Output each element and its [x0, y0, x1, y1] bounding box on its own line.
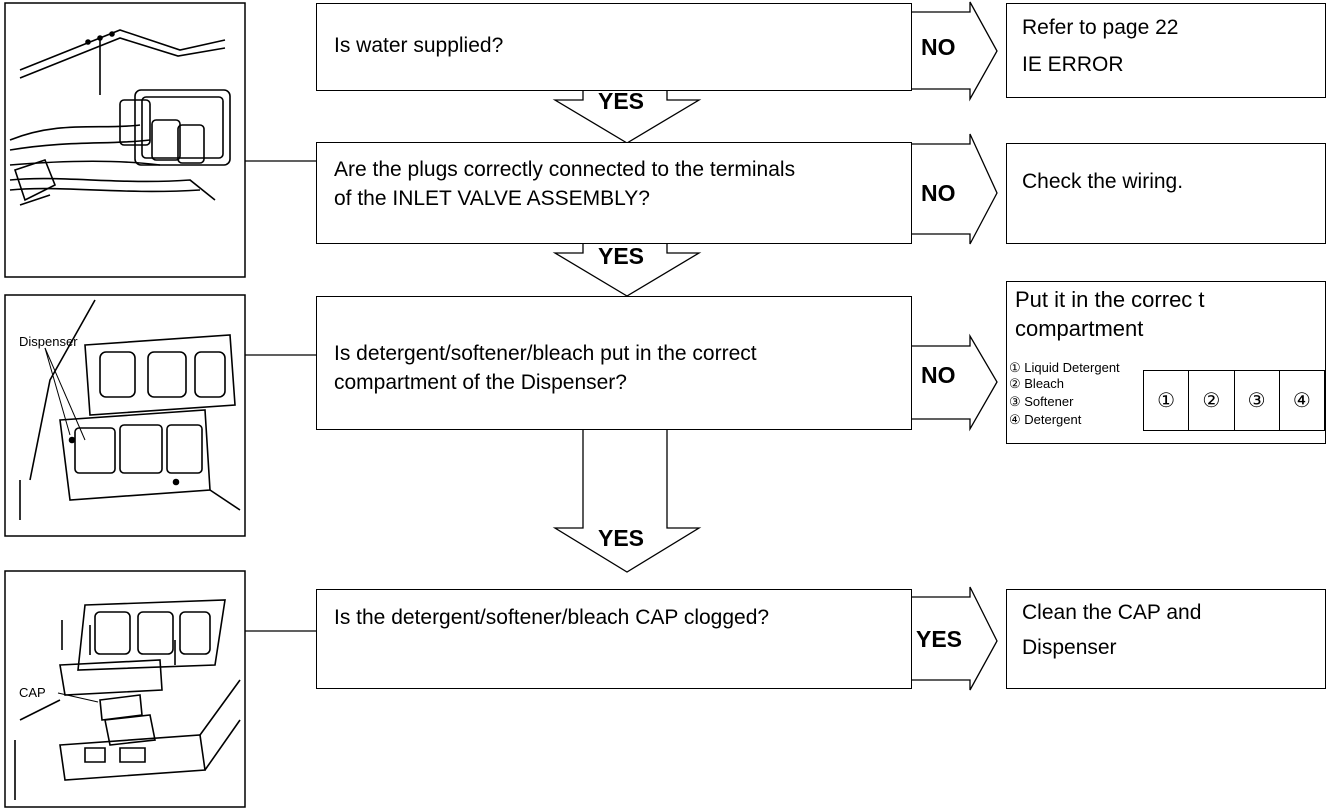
arrow-right-1 [910, 1, 998, 102]
legend-item-4: ④ Detergent [1009, 412, 1082, 427]
cap-callout-label: CAP [19, 685, 46, 700]
illustration-connectors [245, 160, 316, 632]
question-box-2 [316, 142, 912, 244]
arrow-right-4 [910, 586, 998, 691]
result-box-3 [1006, 281, 1326, 444]
question-3-line-2: compartment of the Dispenser? [334, 371, 627, 394]
dispenser-callout-label: Dispenser [19, 334, 78, 349]
result-3-line-1: Put it in the correc t [1015, 287, 1205, 312]
question-1-text: Is water supplied? [334, 34, 504, 57]
result-1-line-1: Refer to page 22 [1022, 16, 1179, 39]
result-1-line-2: IE ERROR [1022, 53, 1124, 76]
arrow-right-3 [910, 333, 998, 432]
result-box-2 [1006, 143, 1326, 244]
compartment-cell-1: ① [1144, 371, 1190, 430]
inlet-valve-illustration-frame [4, 2, 246, 278]
result-4-line-2: Dispenser [1022, 636, 1117, 659]
result-4-line-1: Clean the CAP and [1022, 601, 1202, 624]
question-box-4 [316, 589, 912, 689]
branch-label-3: NO [921, 362, 956, 388]
result-2-text: Check the wiring. [1022, 170, 1184, 193]
question-4-text: Is the detergent/softener/bleach CAP clo… [334, 606, 770, 629]
result-box-1 [1006, 3, 1326, 98]
result-3-line-2: compartment [1015, 316, 1144, 341]
legend-item-3: ③ Softener [1009, 394, 1074, 409]
branch-label-4: YES [916, 626, 963, 652]
compartment-cell-2: ② [1189, 371, 1235, 430]
compartment-cell-4: ④ [1292, 390, 1311, 412]
question-box-1 [316, 3, 912, 91]
yes-label-2: YES [598, 243, 645, 269]
yes-label-3: YES [598, 525, 645, 551]
branch-arrows [910, 1, 998, 691]
yes-label-1: YES [598, 88, 645, 114]
cap-illustration [14, 599, 241, 800]
compartment-table: ① ② ③ ④ [1143, 370, 1325, 431]
branch-label-2: NO [921, 180, 956, 206]
compartment-cell-3: ③ [1235, 371, 1280, 430]
dispenser-illustration [19, 299, 241, 520]
arrow-down-3 [552, 429, 702, 573]
arrow-right-2 [910, 133, 998, 245]
question-2-line-2: of the INLET VALVE ASSEMBLY? [334, 187, 650, 210]
legend-item-2: ② Bleach [1009, 376, 1065, 391]
result-box-4 [1006, 589, 1326, 689]
question-3-line-1: Is detergent/softener/bleach put in the … [334, 342, 757, 365]
branch-label-1: NO [921, 34, 956, 60]
down-arrows [552, 90, 702, 573]
question-2-line-1: Are the plugs correctly connected to the… [334, 158, 796, 181]
inlet-valve-illustration [9, 29, 231, 206]
legend-item-1: ① Liquid Detergent [1009, 360, 1120, 375]
question-box-3 [316, 296, 912, 430]
